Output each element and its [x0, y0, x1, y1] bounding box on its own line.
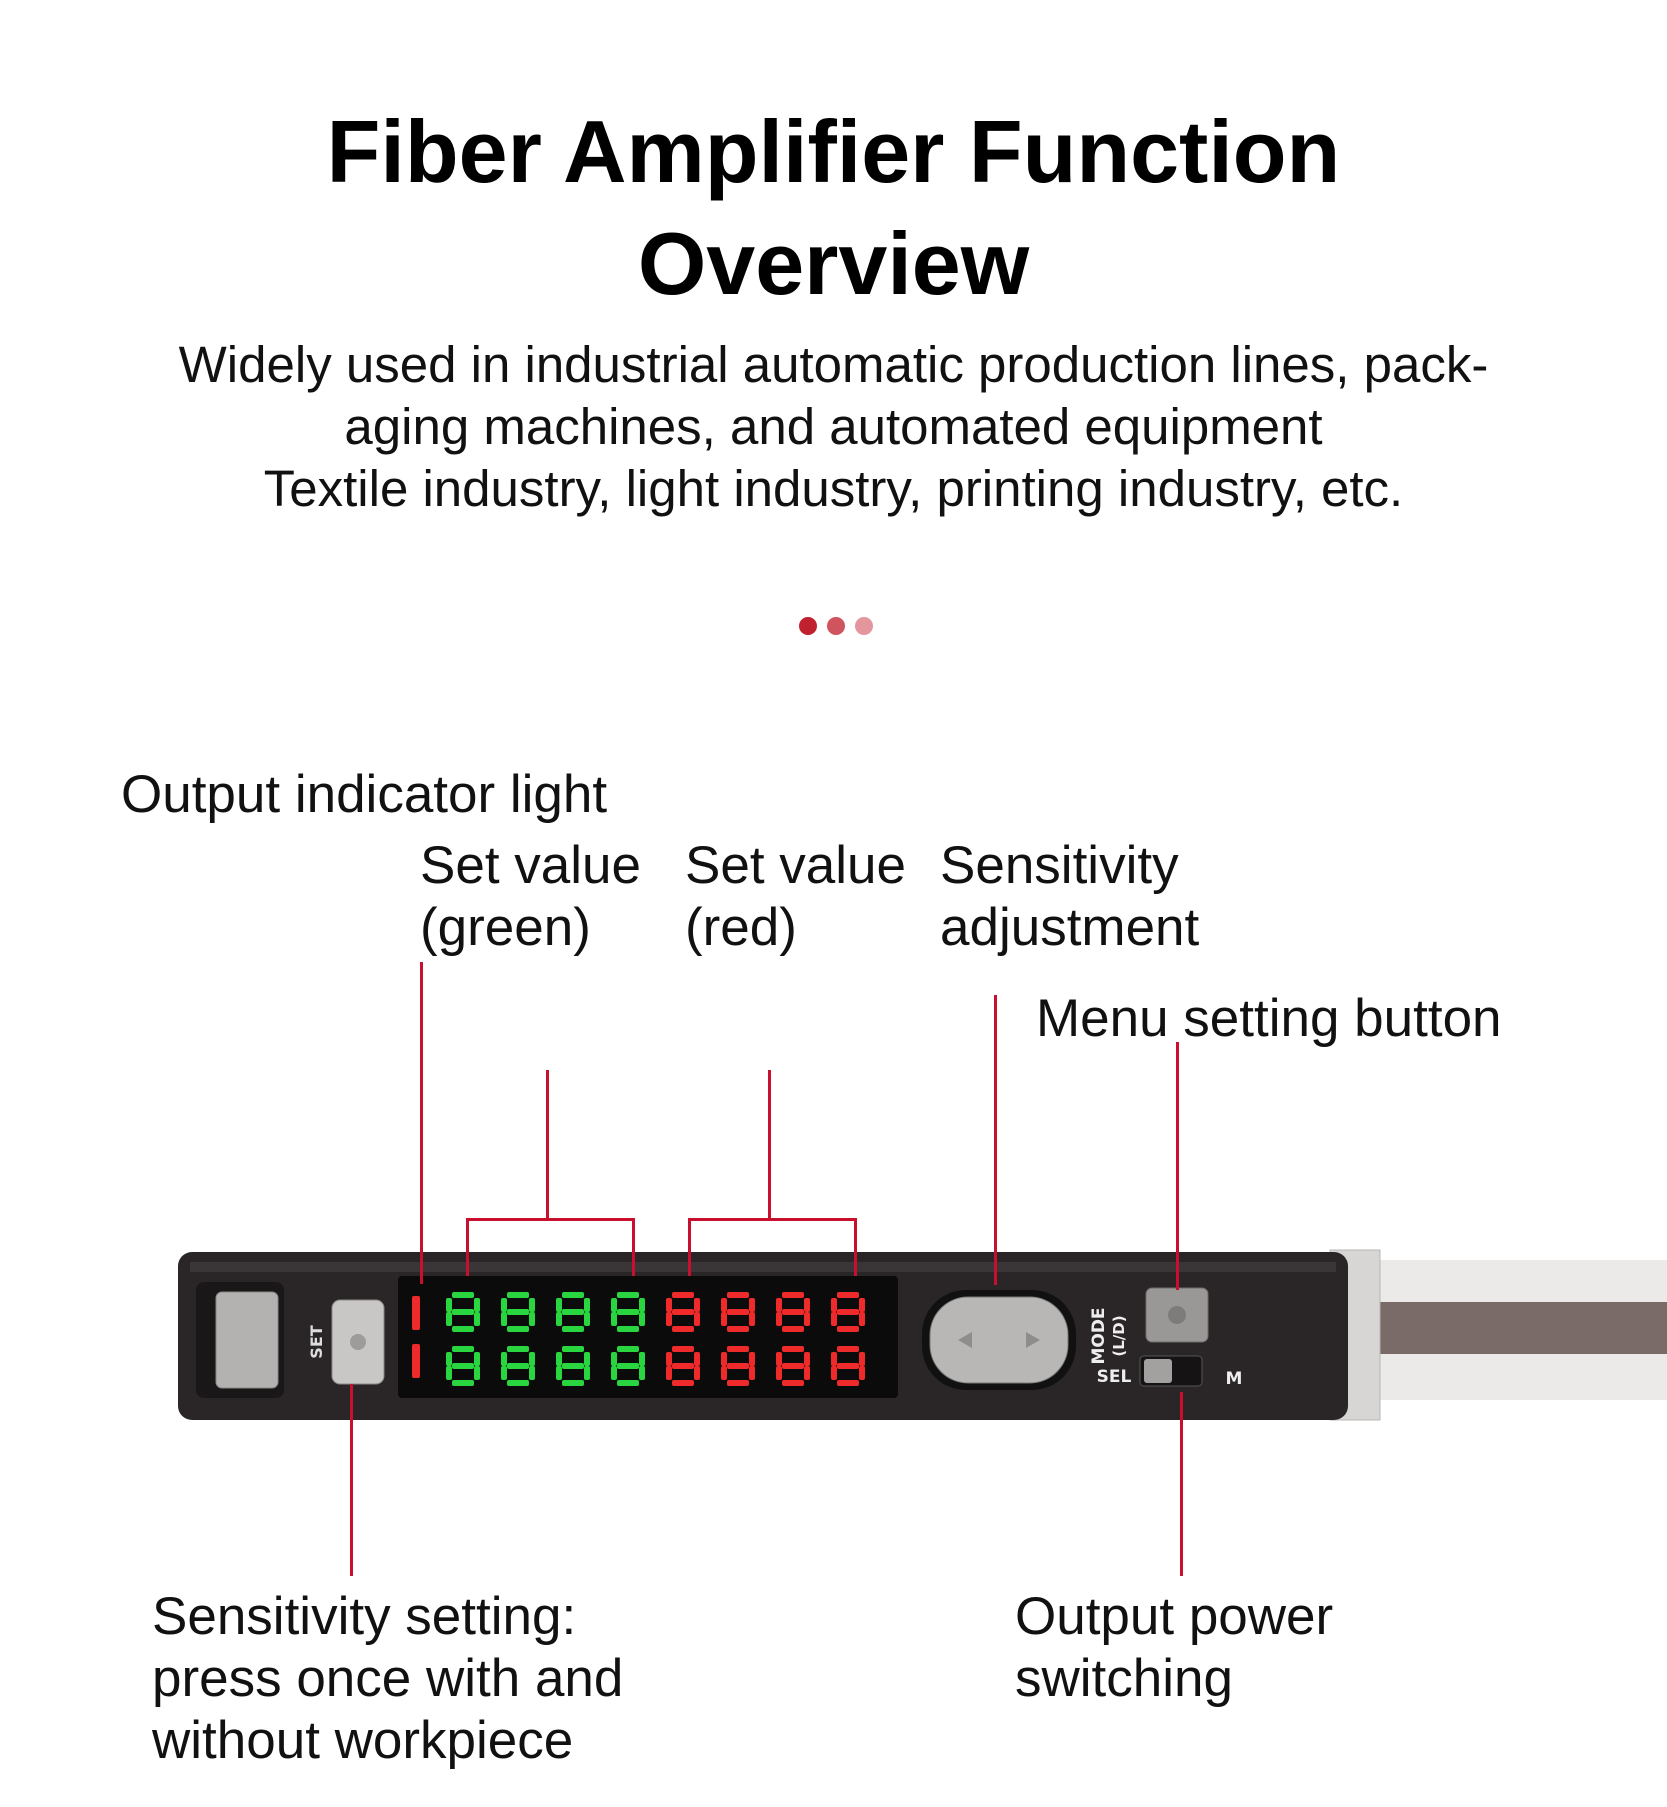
sel-label: SEL	[1097, 1367, 1132, 1387]
display-digit-r2-1	[446, 1346, 480, 1386]
display-digit-r1-7	[776, 1292, 810, 1332]
carousel-dots	[799, 617, 873, 635]
left-latch	[215, 1291, 279, 1389]
line-output-power	[1180, 1392, 1183, 1576]
label-menu-setting-button: Menu setting button	[1036, 989, 1502, 1048]
mode-button-dot-icon	[1168, 1306, 1186, 1324]
line-menu-setting-button	[1176, 1042, 1179, 1290]
display-digit-r1-6	[721, 1292, 755, 1332]
line-set-value-green	[546, 1070, 549, 1220]
display-digit-r1-8	[831, 1292, 865, 1332]
page-title-line2: Overview	[637, 214, 1030, 313]
display-digit-r1-1	[446, 1292, 480, 1332]
set-button-dot-icon	[350, 1334, 366, 1350]
carousel-dot-2[interactable]	[827, 617, 845, 635]
bracket-set-value-red	[688, 1218, 857, 1221]
display-digit-r1-3	[556, 1292, 590, 1332]
display-digit-r1-2	[501, 1292, 535, 1332]
label-output-indicator: Output indicator light	[121, 765, 608, 824]
mode-label: MODE	[1089, 1307, 1109, 1364]
display-digit-r1-4	[611, 1292, 645, 1332]
label-set-value-red-2: (red)	[685, 898, 797, 957]
line-sensitivity-adjustment	[994, 995, 997, 1285]
label-sensitivity-setting-2: press once with and	[152, 1649, 624, 1708]
description-line3: Textile industry, light industry, printi…	[263, 460, 1404, 517]
description-line1: Widely used in industrial automatic prod…	[178, 336, 1489, 393]
carousel-dot-3[interactable]	[855, 617, 873, 635]
decrease-arrow-icon[interactable]	[958, 1332, 972, 1348]
label-set-value-green-1: Set value	[420, 836, 641, 895]
output-indicator-light-2	[412, 1344, 420, 1378]
output-indicator-light-1	[412, 1296, 420, 1330]
display-digit-r2-4	[611, 1346, 645, 1386]
description-line2: aging machines, and automated equipment	[344, 398, 1323, 455]
label-sensitivity-setting-1: Sensitivity setting:	[152, 1587, 577, 1646]
bracket-set-value-green	[466, 1218, 635, 1221]
label-set-value-green-2: (green)	[420, 898, 591, 957]
page-title-line1: Fiber Amplifier Function	[326, 102, 1341, 201]
m-label: M	[1226, 1369, 1243, 1389]
label-output-power-1: Output power	[1015, 1587, 1334, 1646]
display-digit-r2-7	[776, 1346, 810, 1386]
label-sensitivity-adjustment-1: Sensitivity	[940, 836, 1179, 895]
line-set-value-red	[768, 1070, 771, 1220]
display-digit-r2-3	[556, 1346, 590, 1386]
label-sensitivity-setting-3: without workpiece	[152, 1711, 574, 1770]
set-label: SET	[307, 1325, 326, 1358]
display-digit-r2-8	[831, 1346, 865, 1386]
sel-switch[interactable]	[1144, 1359, 1172, 1383]
line-output-indicator	[420, 962, 423, 1284]
label-output-power-2: switching	[1015, 1649, 1233, 1708]
label-sensitivity-adjustment-2: adjustment	[940, 898, 1200, 957]
increase-arrow-icon[interactable]	[1026, 1332, 1040, 1348]
sensitivity-adjustment-rocker[interactable]	[929, 1296, 1069, 1384]
fiber-cable	[1380, 1302, 1667, 1354]
label-set-value-red-1: Set value	[685, 836, 906, 895]
display-digit-r2-2	[501, 1346, 535, 1386]
line-sensitivity-setting	[350, 1384, 353, 1576]
fiber-amplifier-device: SET MODE (L/D) SEL M	[0, 1240, 1667, 1440]
display-digit-r1-5	[666, 1292, 700, 1332]
display-digit-r2-5	[666, 1346, 700, 1386]
mode-sub-label: (L/D)	[1110, 1315, 1128, 1356]
display-digit-r2-6	[721, 1346, 755, 1386]
carousel-dot-1[interactable]	[799, 617, 817, 635]
